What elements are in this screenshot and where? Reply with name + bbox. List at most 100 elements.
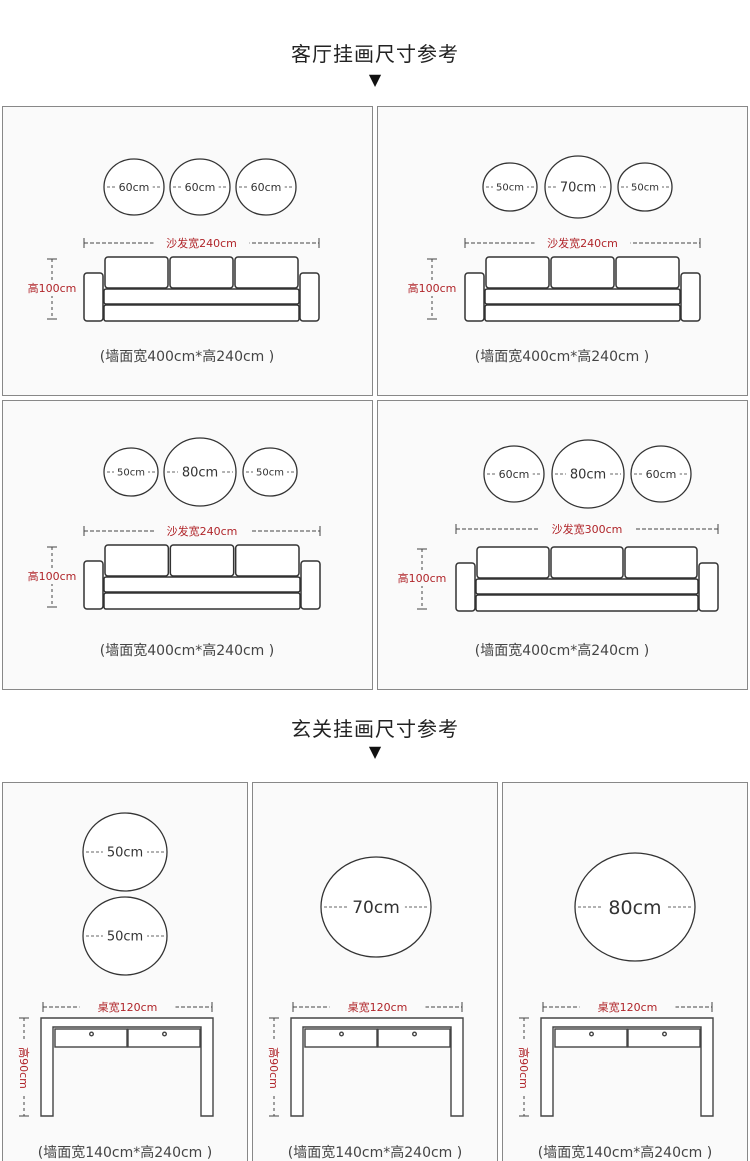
sofa-arm [698,562,719,612]
wall-art-circle: 60cm [103,158,165,216]
wall-art-circle: 70cm [320,856,432,958]
console-table-icon [290,1017,464,1117]
label-bg [181,179,219,194]
width-label: 沙发宽300cm [552,522,623,536]
sofa-height-label: 高100cm [408,281,457,295]
label-bg [329,999,426,1015]
label-bg [579,999,676,1015]
table-height-dimension: 高90cm [266,1017,282,1117]
width-label: 沙发宽240cm [167,524,238,538]
circle-size-label: 80cm [570,468,606,483]
wall-art-circle: 80cm [551,439,625,509]
wall-art-circle: 60cm [483,445,545,503]
label-bg [177,462,223,480]
sofa-width-dimension: 沙发宽240cm [83,235,320,251]
sofa-cushion [104,544,170,577]
wall-size-caption: (墙面宽400cm*高240cm ) [475,642,650,659]
sofa-cushion [169,544,235,577]
table-width-dimension: 桌宽120cm [542,999,713,1015]
sofa-arm [299,272,320,322]
table-frame [290,1017,464,1117]
wall-art-circle: 80cm [163,437,237,507]
label-bg [565,464,611,482]
wall-size-caption: (墙面宽400cm*高240cm ) [100,642,275,659]
circle-size-label: 50cm [107,846,143,861]
wall-size-caption: (墙面宽400cm*高240cm ) [100,348,275,365]
label-bg [539,521,635,537]
width-label: 桌宽120cm [98,1000,158,1014]
label-bg [495,466,533,481]
label-bg [79,999,176,1015]
circle-size-label: 50cm [117,468,145,479]
label-bg [102,842,148,860]
table-drawer [127,1028,201,1048]
drawer-knob [339,1031,345,1037]
sofa-cushion [550,256,615,289]
drawer-knob [161,1031,167,1037]
wall-art-circle: 50cm [82,812,168,892]
label-bg [628,180,662,193]
wall-art-circle: 50cm [242,447,298,497]
sofa-seat [103,576,301,593]
wall-art-circle: 60cm [235,158,297,216]
wall-size-caption: (墙面宽400cm*高240cm ) [475,348,650,365]
width-label: 桌宽120cm [598,1000,658,1014]
wall-art-circle: 50cm [82,896,168,976]
sofa-base [103,304,300,322]
table-frame [40,1017,214,1117]
label-bg [114,465,148,478]
sofa-cushion [234,544,300,577]
sofa-arm [455,562,476,612]
sofa-cushion [104,256,169,289]
label-bg [153,235,250,251]
width-label: 沙发宽240cm [547,236,618,250]
drawer-knob [589,1031,595,1037]
label-bg [406,280,458,296]
sofa-cushion [485,256,550,289]
sofa-icon [455,546,719,612]
sofa-cushion [476,546,550,579]
label-bg [642,466,680,481]
sofa-cushion [624,546,698,579]
wall-art-circle: 60cm [169,158,231,216]
living-room-title: 客厅挂画尺寸参考 [291,42,459,66]
label-bg [16,1040,32,1096]
drawer-knob [662,1031,668,1037]
sofa-seat [475,578,699,595]
wall-size-caption: (墙面宽140cm*高240cm ) [288,1144,463,1161]
label-bg [555,177,601,195]
sofa-width-dimension: 沙发宽300cm [455,521,719,537]
wall-size-caption: (墙面宽140cm*高240cm ) [38,1144,213,1161]
sofa-height-dimension: 高100cm [26,546,78,608]
wall-art-circle: 50cm [617,162,673,212]
sofa-width-dimension: 沙发宽240cm [83,523,321,539]
console-table-icon [40,1017,214,1117]
table-height-dimension: 高90cm [516,1017,532,1117]
table-width-dimension: 桌宽120cm [292,999,463,1015]
sofa-seat [103,288,300,305]
wall-art-circle: 60cm [630,445,692,503]
sofa-cushion [169,256,234,289]
drawer-knob [88,1031,94,1037]
label-bg [602,893,668,919]
circle-size-label: 50cm [256,468,284,479]
down-arrow-icon: ▼ [368,70,382,89]
drawer-knob [412,1031,418,1037]
table-height-label: 高90cm [17,1047,31,1089]
entryway-title: 玄关挂画尺寸参考 [291,717,459,741]
label-bg [516,1040,532,1096]
sofa-arm [83,272,104,322]
table-height-label: 高90cm [517,1047,531,1089]
label-bg [534,235,631,251]
circle-size-label: 50cm [631,183,659,194]
circle-size-label: 60cm [251,181,282,194]
sofa-arm [300,560,321,610]
circle-size-label: 80cm [608,897,661,919]
sofa-height-label: 高100cm [398,571,447,585]
label-bg [493,180,527,193]
label-bg [115,179,153,194]
sofa-arm [680,272,701,322]
table-width-dimension: 桌宽120cm [42,999,213,1015]
table-height-dimension: 高90cm [16,1017,32,1117]
living-room-panel [377,400,748,690]
